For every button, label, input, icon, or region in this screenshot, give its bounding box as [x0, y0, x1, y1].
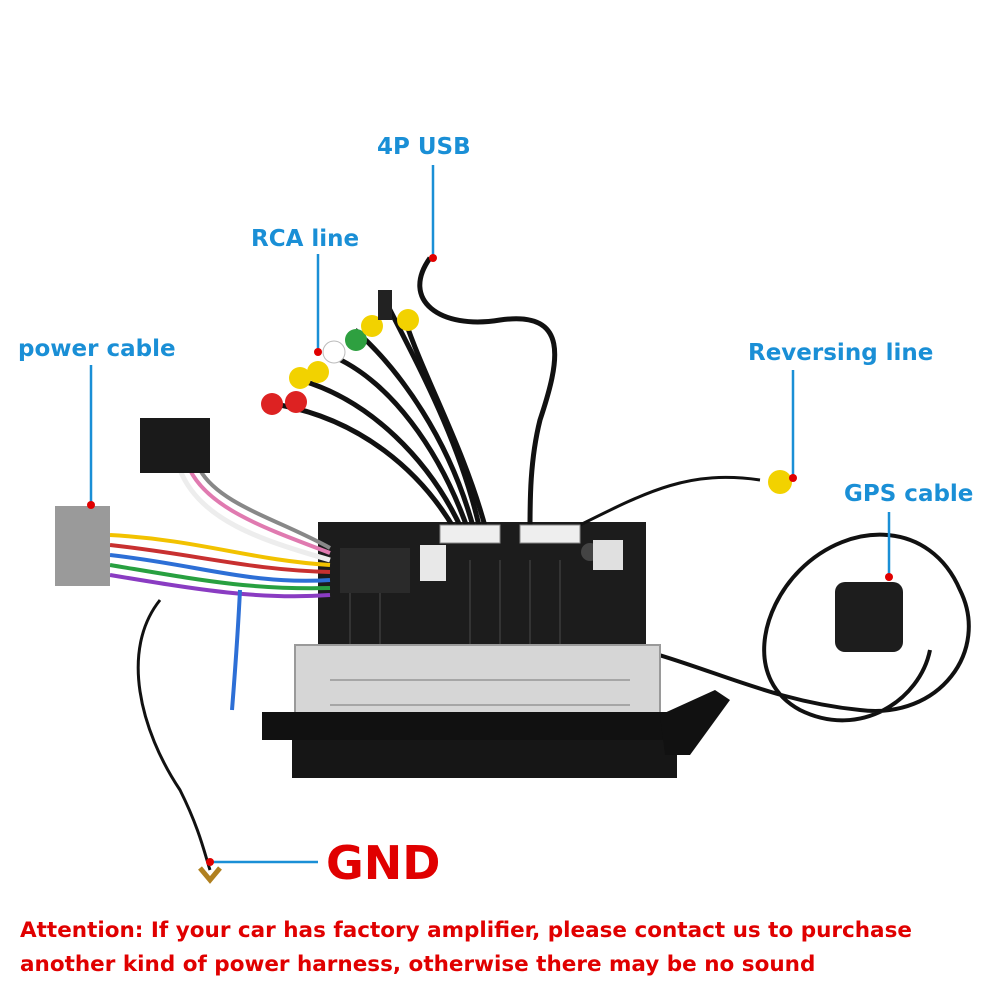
rca-bundle — [261, 290, 489, 532]
power-harness — [55, 418, 410, 884]
gnd-label: GND — [326, 836, 441, 890]
usb-cable — [417, 256, 558, 531]
ground-terminal — [198, 866, 222, 884]
reversing-cable — [439, 470, 792, 544]
head-unit — [262, 522, 730, 778]
gps-cable — [599, 532, 971, 723]
iso-connector — [140, 418, 210, 473]
notice-line-1: Attention: If your car has factory ampli… — [20, 918, 912, 943]
gps-cable-label: GPS cable — [844, 481, 974, 507]
gps-antenna — [835, 582, 903, 652]
power-cable-label: power cable — [18, 336, 176, 362]
reversing-line-label: Reversing line — [748, 340, 934, 366]
notice-line-2: another kind of power harness, otherwise… — [20, 952, 816, 977]
attention-notice: Attention: If your car has factory ampli… — [20, 914, 985, 982]
rca-label: RCA line — [251, 226, 360, 252]
callout-pointers — [87, 165, 893, 866]
usb-label: 4P USB — [377, 134, 471, 160]
power-plug — [55, 506, 110, 586]
ground-wire — [136, 599, 212, 871]
